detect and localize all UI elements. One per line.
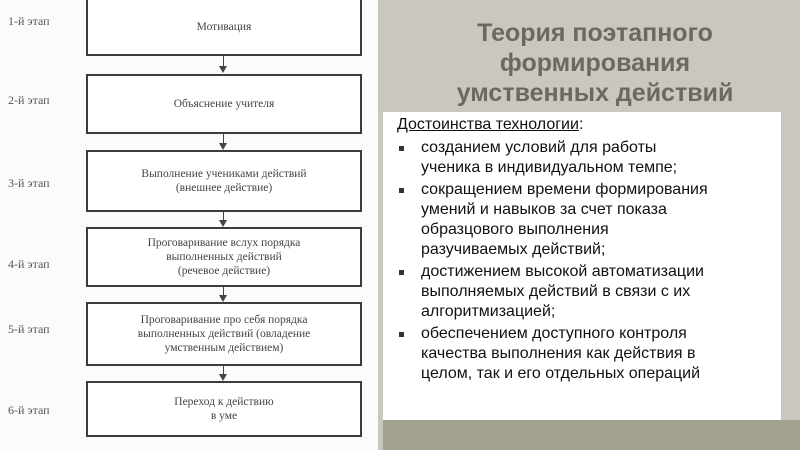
stage-label-1: 1-й этап <box>8 14 50 28</box>
arrow-head-4 <box>219 295 227 302</box>
stage-label-6: 6-й этап <box>8 403 50 417</box>
stage-box-3: Выполнение учениками действий (внешнее д… <box>86 150 362 212</box>
list-item: достижением высокой автоматизации выполн… <box>397 262 779 322</box>
arrow-head-1 <box>219 66 227 73</box>
stage-label-2: 2-й этап <box>8 93 50 107</box>
list-item-text: сокращением времени формирования умений … <box>421 181 708 258</box>
stage-label-4: 4-й этап <box>8 257 50 271</box>
stages-diagram: 1-й этап Мотивация 2-й этап Объяснение у… <box>0 0 378 450</box>
stage-label-3: 3-й этап <box>8 176 50 190</box>
bullet-icon <box>399 270 404 275</box>
arrow-5 <box>223 366 224 376</box>
list-item: обеспечением доступного контроля качеств… <box>397 324 779 384</box>
title-line-3: умственных действий <box>456 79 734 107</box>
title-line-2: формирования <box>499 49 691 77</box>
advantages-heading-colon: : <box>578 116 584 133</box>
stage-box-6: Переход к действию в уме <box>86 381 362 437</box>
list-item-text: достижением высокой автоматизации выполн… <box>421 263 704 320</box>
advantages-panel: Достоинства технологии: созданием услови… <box>383 112 781 430</box>
list-item: сокращением времени формирования умений … <box>397 180 779 260</box>
bullet-icon <box>399 188 404 193</box>
advantages-heading: Достоинства технологии: <box>397 116 583 134</box>
arrow-4 <box>223 287 224 297</box>
bullet-icon <box>399 332 404 337</box>
arrow-head-2 <box>219 143 227 150</box>
advantages-heading-text: Достоинства технологии <box>397 116 579 133</box>
advantages-list: созданием условий для работы ученика в и… <box>397 138 779 386</box>
arrow-1 <box>223 56 224 68</box>
stage-label-5: 5-й этап <box>8 322 50 336</box>
stage-box-2: Объяснение учителя <box>86 74 362 134</box>
bullet-icon <box>399 146 404 151</box>
stage-box-1: Мотивация <box>86 0 362 56</box>
list-item: созданием условий для работы ученика в и… <box>397 138 779 178</box>
arrow-head-5 <box>219 374 227 381</box>
list-item-text: созданием условий для работы ученика в и… <box>421 139 678 176</box>
stage-box-5: Проговаривание про себя порядка выполнен… <box>86 302 362 366</box>
list-item-text: обеспечением доступного контроля качеств… <box>421 325 701 382</box>
footer-bar <box>383 420 800 450</box>
title-line-1: Теория поэтапного <box>477 19 713 47</box>
arrow-2 <box>223 134 224 145</box>
arrow-3 <box>223 212 224 222</box>
slide-title: Теория поэтапного формирования умственны… <box>405 18 785 108</box>
arrow-head-3 <box>219 220 227 227</box>
stage-box-4: Проговаривание вслух порядка выполненных… <box>86 227 362 287</box>
